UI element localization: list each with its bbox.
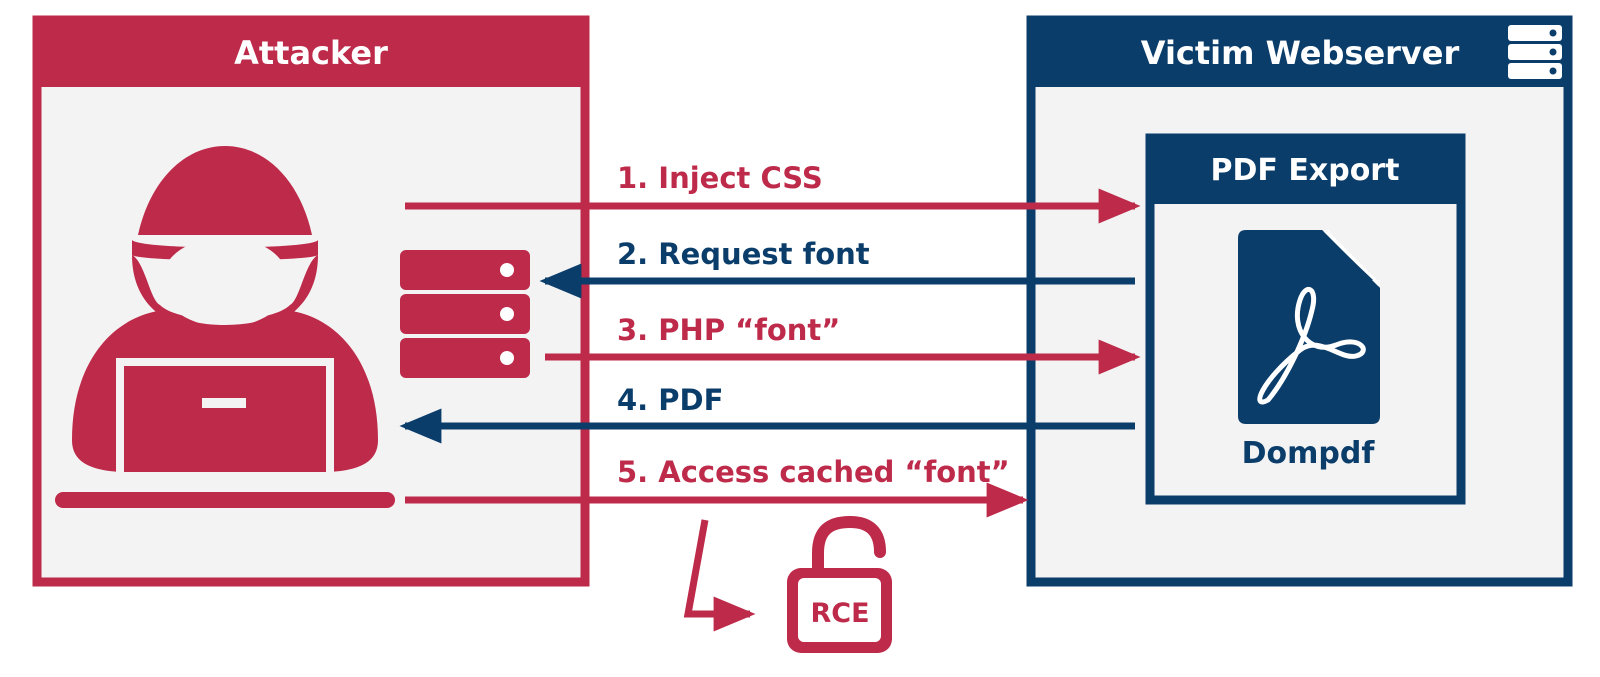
rce-connector-arrow — [683, 519, 756, 632]
step-3-label: 3. PHP “font” — [617, 313, 840, 347]
laptop-icon — [124, 366, 326, 472]
step-5: 5. Access cached “font” — [405, 455, 1029, 518]
pdf-file-icon — [1238, 230, 1380, 424]
step-4-label: 4. PDF — [617, 383, 723, 417]
dompdf-label: Dompdf — [1242, 436, 1376, 471]
unlocked-padlock-icon: RCE — [787, 515, 892, 653]
step-3: 3. PHP “font” — [545, 313, 1141, 375]
victim-title: Victim Webserver — [1141, 34, 1460, 72]
step-5-label: 5. Access cached “font” — [617, 455, 1010, 489]
attacker-server-icon — [400, 250, 530, 378]
step-1-label: 1. Inject CSS — [617, 161, 823, 195]
server-rack-icon — [1508, 25, 1562, 79]
step-4: 4. PDF — [399, 383, 1135, 444]
attacker-title: Attacker — [234, 34, 388, 72]
hacker-icon — [55, 146, 395, 508]
step-2-label: 2. Request font — [617, 237, 870, 271]
step-1: 1. Inject CSS — [405, 161, 1141, 224]
victim-webserver-panel: Victim Webserver — [1026, 15, 1573, 587]
rce-label: RCE — [810, 598, 869, 629]
pdf-export-title: PDF Export — [1211, 153, 1400, 188]
step-2: 2. Request font — [539, 237, 1135, 299]
